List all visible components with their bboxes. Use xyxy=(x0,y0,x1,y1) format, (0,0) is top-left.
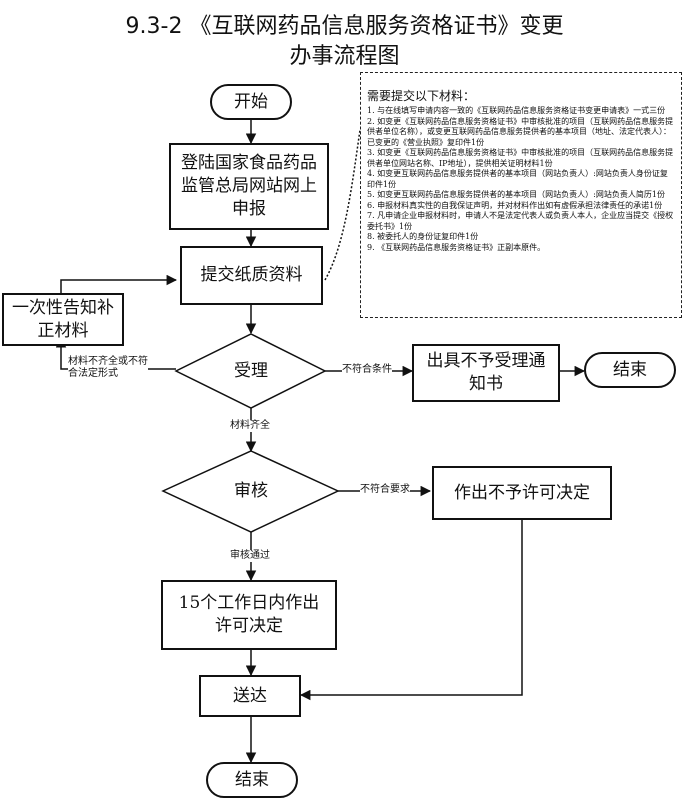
accept-label: 受理 xyxy=(234,360,268,381)
materials-heading: 需要提交以下材料： xyxy=(367,89,476,103)
review-label: 审核 xyxy=(234,480,268,501)
arrow-supplement-to-submit xyxy=(60,274,178,293)
label-incomplete: 材料不齐全或不符合法定形式 xyxy=(68,356,148,380)
label-passed: 审核通过 xyxy=(230,550,270,562)
deny-decision-box: 作出不予许可决定 xyxy=(432,466,612,520)
materials-list: 1. 与在线填写申请内容一致的《互联网药品信息服务资格证书变更申请表》一式三份 … xyxy=(367,106,675,253)
title-line-1: 9.3-2 《互联网药品信息服务资格证书》变更 xyxy=(125,14,564,39)
supplement-box: 一次性告知补正材料 xyxy=(2,293,124,346)
submit-paper-box: 提交纸质资料 xyxy=(180,246,323,305)
dotted-note-connector xyxy=(324,129,361,281)
arrow-deny-to-deliver xyxy=(299,520,523,701)
materials-item: 7. 凡申请企业申报材料时，申请人不是法定代表人或负责人本人，企业应当提交《授权… xyxy=(367,211,674,231)
online-apply-box: 登陆国家食品药品监管总局网站网上申报 xyxy=(169,143,329,230)
reject-notice-box: 出具不予受理通知书 xyxy=(412,344,560,402)
label-not-qualified: 不符合条件 xyxy=(342,364,392,376)
title-line-2: 办事流程图 xyxy=(289,44,400,69)
materials-item: 4. 如变更互联网药品信息服务提供者的基本项目（网站负责人）:网站负责人身份证复… xyxy=(367,169,668,189)
materials-item: 3. 如变更《互联网药品信息服务资格证书》中审核批准的项目（互联网药品信息服务提… xyxy=(367,148,674,168)
materials-item: 8. 被委托人的身份证复印件1份 xyxy=(367,232,479,241)
review-diamond xyxy=(161,450,340,533)
label-complete: 材料齐全 xyxy=(230,420,270,432)
accept-diamond xyxy=(174,333,327,409)
materials-item: 9. 《互联网药品信息服务资格证书》正副本原件。 xyxy=(367,242,546,252)
deliver-box: 送达 xyxy=(199,675,301,717)
materials-item: 5. 如变更互联网药品信息服务提供者的基本项目（网站负责人）:网站负责人简历1份 xyxy=(367,190,665,199)
materials-item: 6. 申报材料真实性的自我保证声明，并对材料作出如有虚假承担法律责任的承诺1份 xyxy=(367,200,663,210)
materials-item: 2. 如变更《互联网药品信息服务资格证书》中审核批准的项目（互联网药品信息服务提… xyxy=(367,116,674,147)
approve-decision-box: 15个工作日内作出许可决定 xyxy=(161,580,337,650)
label-not-meet: 不符合要求 xyxy=(360,484,410,496)
end-reject-node: 结束 xyxy=(584,352,676,388)
start-node: 开始 xyxy=(210,84,292,120)
materials-item: 1. 与在线填写申请内容一致的《互联网药品信息服务资格证书变更申请表》一式三份 xyxy=(367,106,666,115)
materials-note: 需要提交以下材料： 1. 与在线填写申请内容一致的《互联网药品信息服务资格证书变… xyxy=(360,72,682,318)
end-node: 结束 xyxy=(206,762,298,798)
